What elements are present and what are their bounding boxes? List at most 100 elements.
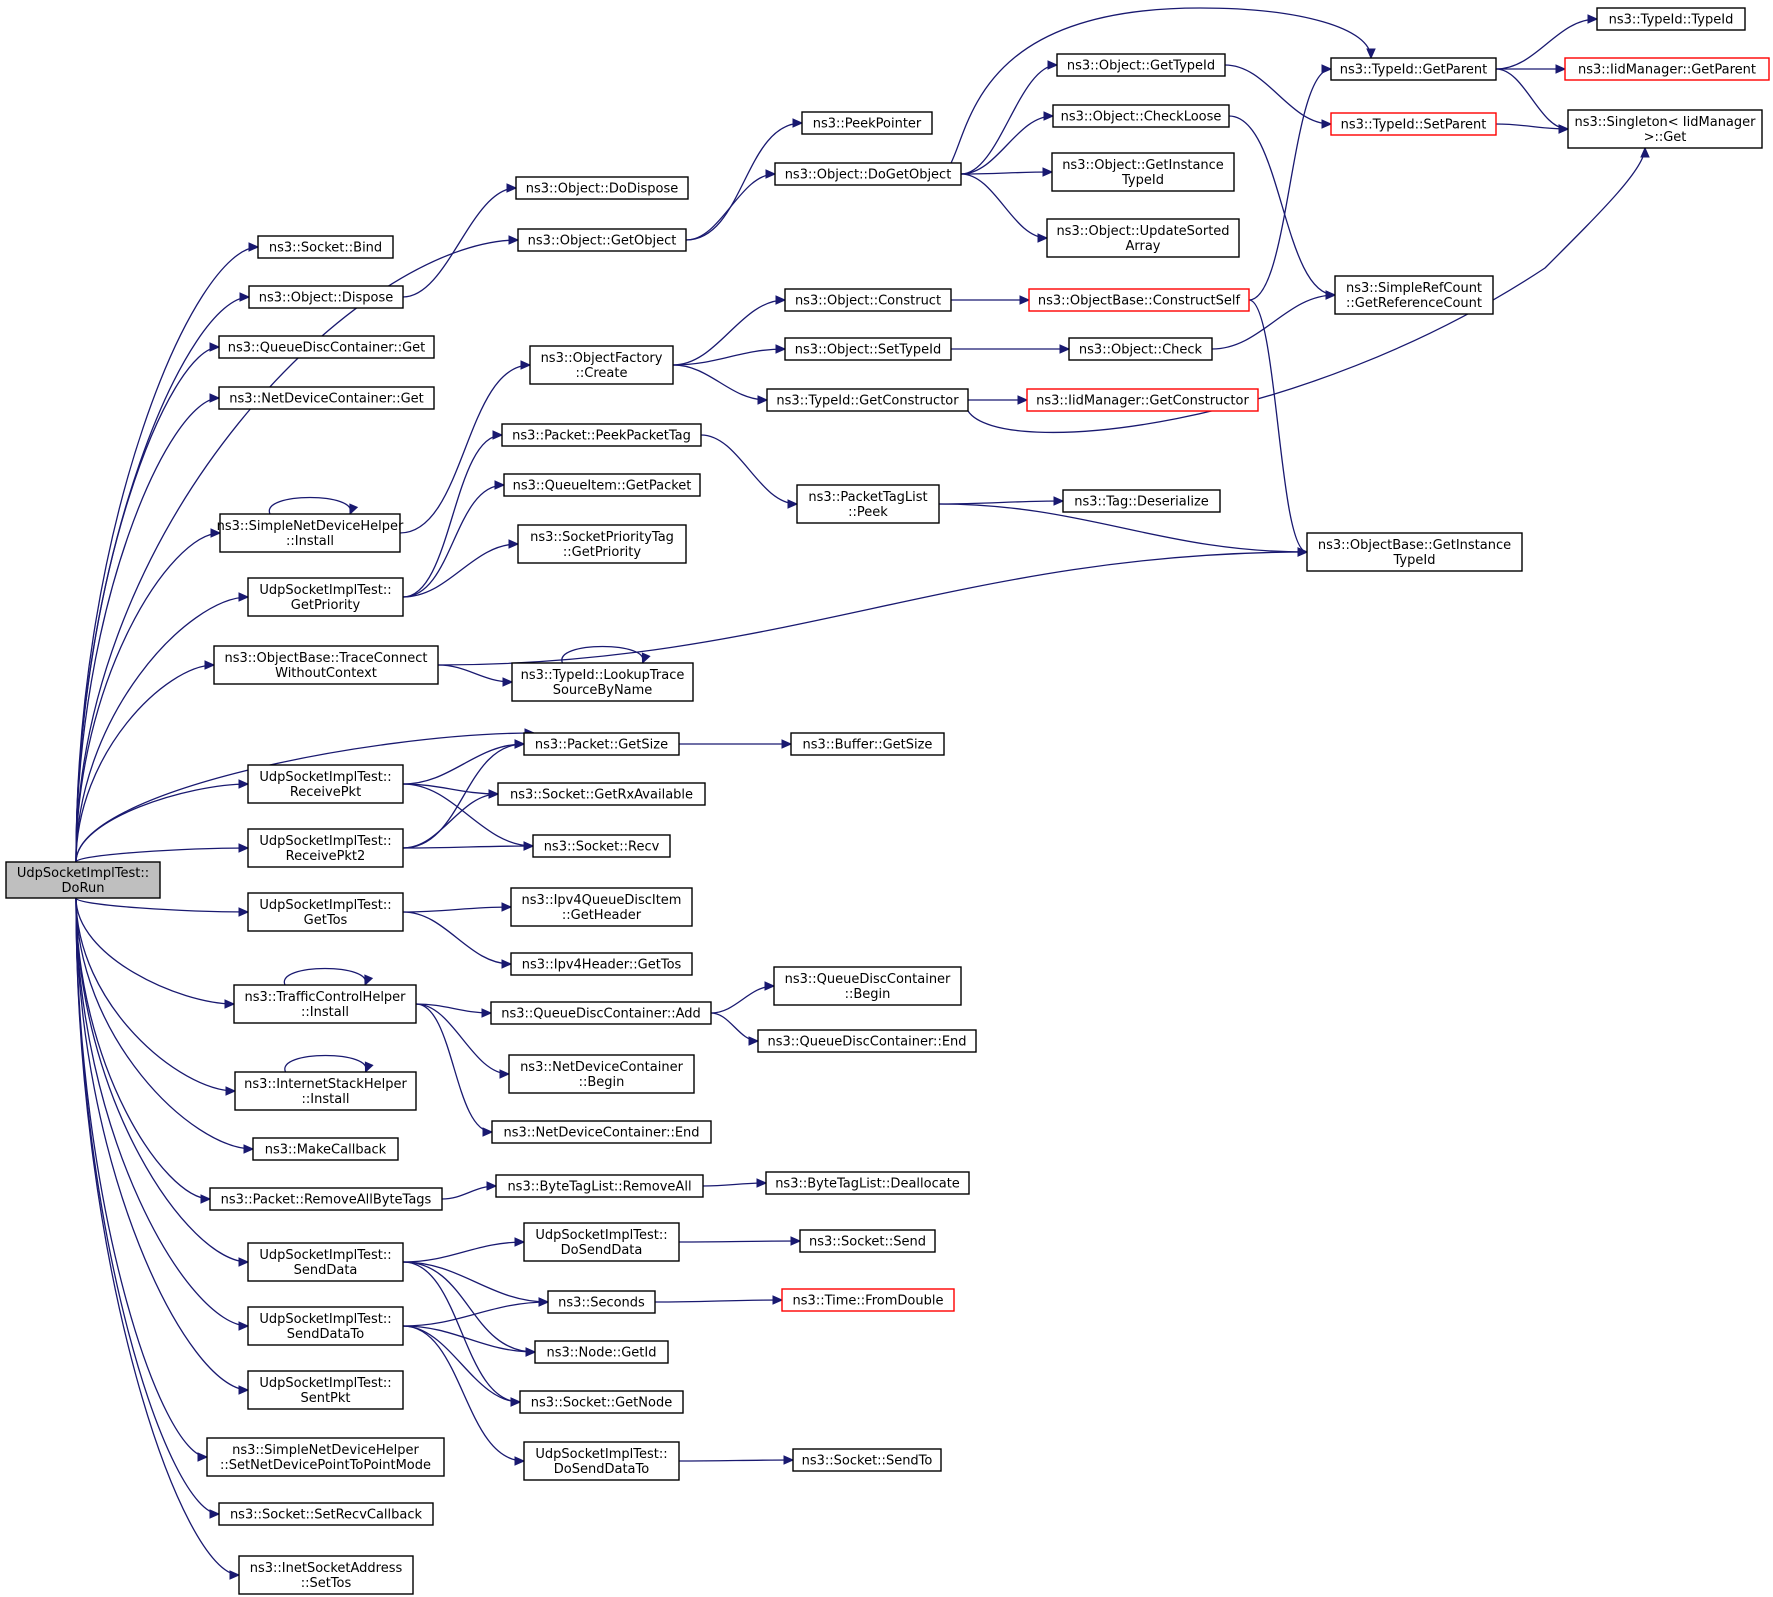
node-udpReceivePkt2[interactable]: UdpSocketImplTest::ReceivePkt2 — [247, 828, 404, 868]
node-qdcGet[interactable]: ns3::QueueDiscContainer::Get — [218, 335, 435, 359]
node-box — [257, 235, 394, 259]
node-traceConnect[interactable]: ns3::ObjectBase::TraceConnectWithoutCont… — [213, 645, 439, 685]
node-ishInstall[interactable]: ns3::InternetStackHelper::Install — [234, 1071, 417, 1111]
node-objectBaseConstructSelf[interactable]: ns3::ObjectBase::ConstructSelf — [1028, 288, 1250, 312]
node-ndcBegin[interactable]: ns3::NetDeviceContainer::Begin — [508, 1054, 695, 1094]
node-socketPriorityTagGetPriority[interactable]: ns3::SocketPriorityTag::GetPriority — [517, 524, 687, 564]
node-objectDoDispose[interactable]: ns3::Object::DoDispose — [515, 176, 689, 200]
node-socketGetRxAvailable[interactable]: ns3::Socket::GetRxAvailable — [497, 782, 706, 806]
edge-line — [402, 484, 505, 598]
node-box — [517, 524, 687, 564]
node-sndhInstall[interactable]: ns3::SimpleNetDeviceHelper::Install — [217, 513, 404, 553]
node-label: ns3::Object::Dispose — [259, 291, 394, 306]
node-objectDoGetObject[interactable]: ns3::Object::DoGetObject — [774, 162, 962, 186]
node-inetSetTos[interactable]: ns3::InetSocketAddress::SetTos — [238, 1555, 414, 1595]
node-socketRecv[interactable]: ns3::Socket::Recv — [532, 834, 671, 858]
edge-doRun-to-ishInstall — [75, 897, 237, 1096]
node-udpSentPkt[interactable]: UdpSocketImplTest::SentPkt — [247, 1370, 404, 1410]
node-objectDispose[interactable]: ns3::Object::Dispose — [248, 285, 404, 309]
node-peekPointer[interactable]: ns3::PeekPointer — [801, 111, 933, 135]
node-socketGetNode[interactable]: ns3::Socket::GetNode — [519, 1390, 684, 1414]
self-loop-ishInstall — [284, 1054, 374, 1074]
edge-line — [402, 783, 499, 795]
node-iidGetConstructor[interactable]: ns3::IidManager::GetConstructor — [1026, 388, 1259, 412]
node-makeCallback[interactable]: ns3::MakeCallback — [252, 1137, 399, 1161]
node-typeIdSetParent[interactable]: ns3::TypeId::SetParent — [1330, 112, 1497, 136]
node-objectCheck[interactable]: ns3::Object::Check — [1068, 337, 1213, 361]
node-objectGetObject[interactable]: ns3::Object::GetObject — [517, 228, 687, 252]
node-udpSendDataTo[interactable]: UdpSocketImplTest::SendDataTo — [247, 1306, 404, 1346]
node-objectSetTypeId[interactable]: ns3::Object::SetTypeId — [784, 337, 952, 361]
node-qdcBegin[interactable]: ns3::QueueDiscContainer::Begin — [773, 966, 962, 1006]
node-simpleRefCount[interactable]: ns3::SimpleRefCount::GetReferenceCount — [1334, 275, 1494, 315]
self-loop-arrowhead — [364, 974, 374, 987]
node-label: ns3::TypeId::GetParent — [1340, 63, 1488, 78]
node-setRecvCallback[interactable]: ns3::Socket::SetRecvCallback — [218, 1502, 434, 1526]
node-bufferGetSize[interactable]: ns3::Buffer::GetSize — [790, 732, 945, 756]
node-objectCheckLoose[interactable]: ns3::Object::CheckLoose — [1052, 104, 1230, 128]
node-btlRemoveAll[interactable]: ns3::ByteTagList::RemoveAll — [495, 1174, 704, 1198]
edge-objectGetObject-to-objectDoGetObject — [685, 169, 777, 241]
edge-arrowhead — [482, 1127, 494, 1137]
node-doRun[interactable]: UdpSocketImplTest::DoRun — [5, 861, 161, 899]
node-udpSendData[interactable]: UdpSocketImplTest::SendData — [247, 1242, 404, 1282]
edge-arrowhead — [1555, 64, 1567, 74]
node-ipv4QdiGetHeader[interactable]: ns3::Ipv4QueueDiscItem::GetHeader — [510, 887, 693, 927]
node-socketSend[interactable]: ns3::Socket::Send — [799, 1229, 936, 1253]
node-nodeGetId[interactable]: ns3::Node::GetId — [534, 1340, 669, 1364]
edge-line — [402, 1261, 536, 1353]
node-udpGetPriority[interactable]: UdpSocketImplTest::GetPriority — [247, 577, 404, 617]
node-label: ns3::Object::UpdateSorted — [1056, 224, 1229, 239]
edge-line — [75, 897, 220, 1515]
node-tchInstall[interactable]: ns3::TrafficControlHelper::Install — [233, 984, 417, 1024]
node-packetGetSize[interactable]: ns3::Packet::GetSize — [523, 732, 680, 756]
node-objectGetTypeId[interactable]: ns3::Object::GetTypeId — [1056, 53, 1226, 77]
node-label: ns3::Socket::SetRecvCallback — [230, 1508, 423, 1523]
node-udpDoSendData[interactable]: UdpSocketImplTest::DoSendData — [523, 1222, 680, 1262]
node-qdcEnd[interactable]: ns3::QueueDiscContainer::End — [757, 1029, 977, 1053]
edge-line — [75, 897, 249, 913]
node-btlDeallocate[interactable]: ns3::ByteTagList::Deallocate — [765, 1171, 970, 1195]
node-queueItemGetPacket[interactable]: ns3::QueueItem::GetPacket — [503, 473, 701, 497]
node-packetTagListPeek[interactable]: ns3::PacketTagList::Peek — [796, 484, 940, 524]
node-label: ns3::ObjectBase::GetInstance — [1318, 538, 1511, 553]
node-packetPeekPacketTag[interactable]: ns3::Packet::PeekPacketTag — [501, 423, 702, 447]
node-iidGetParent[interactable]: ns3::IidManager::GetParent — [1564, 57, 1770, 81]
node-box — [234, 1071, 417, 1111]
node-seconds[interactable]: ns3::Seconds — [547, 1290, 656, 1314]
node-ndcEnd[interactable]: ns3::NetDeviceContainer::End — [491, 1120, 712, 1144]
node-ndcGet[interactable]: ns3::NetDeviceContainer::Get — [218, 386, 435, 410]
node-removeAllByteTags[interactable]: ns3::Packet::RemoveAllByteTags — [209, 1187, 443, 1211]
node-box — [206, 1437, 445, 1477]
edge-arrowhead — [1325, 290, 1337, 300]
node-qdcAdd[interactable]: ns3::QueueDiscContainer::Add — [490, 1001, 712, 1025]
edge-doRun-to-removeAllByteTags — [75, 897, 212, 1204]
node-typeIdGetConstructor[interactable]: ns3::TypeId::GetConstructor — [766, 388, 969, 412]
node-udpReceivePkt[interactable]: UdpSocketImplTest::ReceivePkt — [247, 764, 404, 804]
node-ipv4HeaderGetTos[interactable]: ns3::Ipv4Header::GetTos — [510, 952, 693, 976]
node-objectFactoryCreate[interactable]: ns3::ObjectFactory::Create — [529, 345, 674, 385]
node-box — [523, 732, 680, 756]
node-socketSendTo[interactable]: ns3::Socket::SendTo — [792, 1448, 942, 1472]
edge-udpGetPriority-to-packetPeekPacketTag — [402, 430, 504, 598]
node-setP2PMode[interactable]: ns3::SimpleNetDeviceHelper::SetNetDevice… — [206, 1437, 445, 1477]
node-singletonGet[interactable]: ns3::Singleton< IidManager >::Get — [1567, 109, 1763, 149]
node-typeIdTypeId[interactable]: ns3::TypeId::TypeId — [1596, 7, 1746, 31]
edge-arrowhead — [1297, 547, 1309, 557]
node-label: SourceByName — [553, 683, 653, 698]
node-objectConstruct[interactable]: ns3::Object::Construct — [784, 288, 952, 312]
node-label: ns3::PacketTagList — [808, 490, 927, 505]
node-box — [491, 1120, 712, 1144]
node-tagDeserialize[interactable]: ns3::Tag::Deserialize — [1062, 489, 1221, 513]
node-timeFromDouble[interactable]: ns3::Time::FromDouble — [781, 1288, 955, 1312]
node-label: SendDataTo — [287, 1327, 365, 1342]
node-udpGetTos[interactable]: UdpSocketImplTest::GetTos — [247, 892, 404, 932]
node-udpDoSendDataTo[interactable]: UdpSocketImplTest::DoSendDataTo — [523, 1441, 680, 1481]
edge-objectDoGetObject-to-objectGetTypeId — [960, 60, 1059, 175]
node-socketBind[interactable]: ns3::Socket::Bind — [257, 235, 394, 259]
node-typeIdGetParent[interactable]: ns3::TypeId::GetParent — [1330, 57, 1497, 81]
